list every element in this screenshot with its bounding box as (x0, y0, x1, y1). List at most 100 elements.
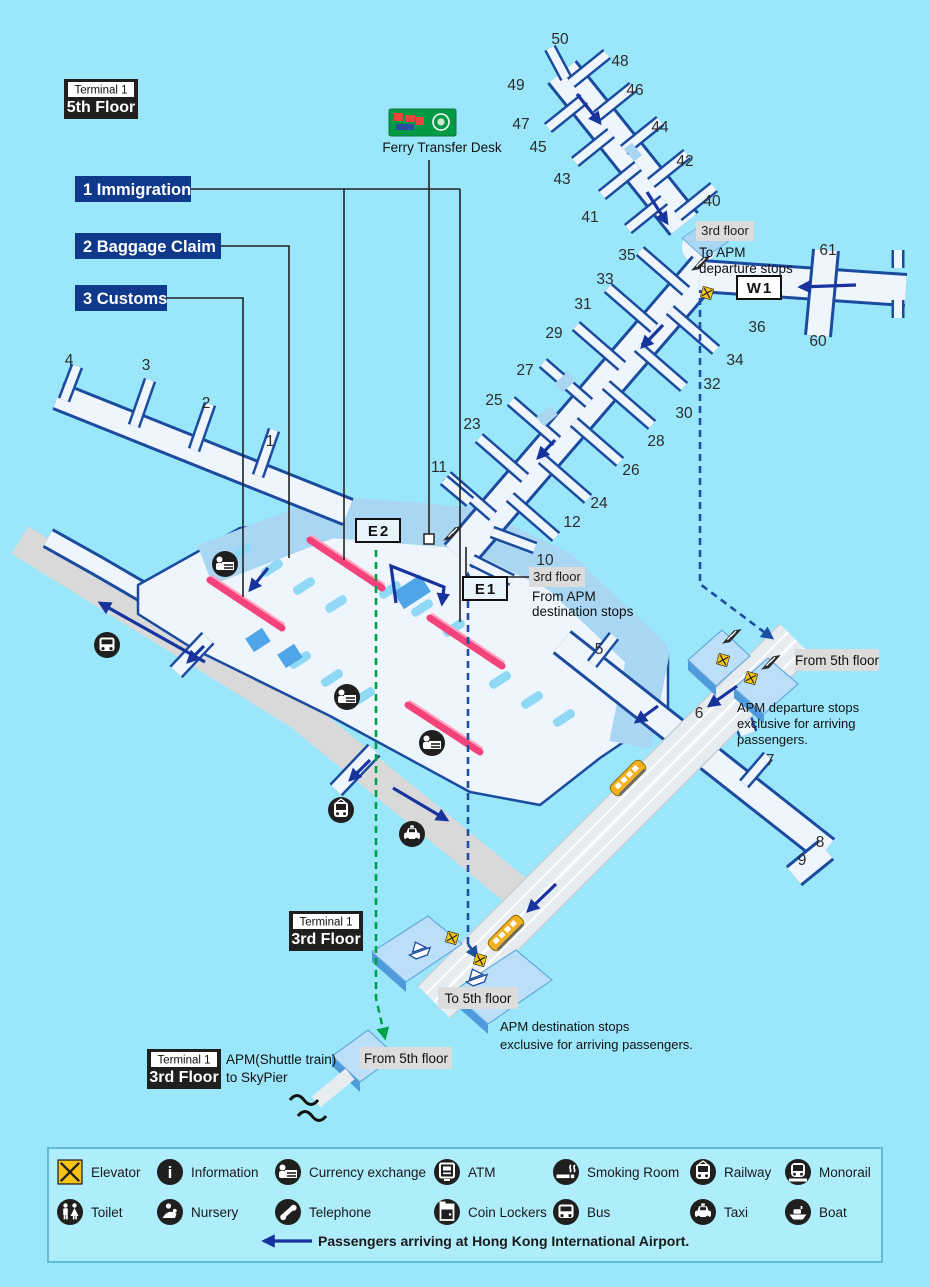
legend-elevator-icon (56, 1158, 84, 1186)
gate-number-8: 8 (816, 834, 825, 851)
legend-label-boat: Boat (819, 1205, 847, 1220)
gate-number-3: 3 (142, 357, 151, 374)
badge-floor-label: 3rd Floor (149, 1069, 218, 1086)
callout-immigration: 1 Immigration (75, 176, 191, 202)
apm-top-annotation: 3rd floor To APM departure stops (696, 221, 793, 276)
legend-info-icon (157, 1159, 183, 1185)
apm-shuttle-note: APM(Shuttle train) to SkyPier (226, 1052, 336, 1085)
gate-number-12: 12 (563, 514, 580, 531)
gate-number-30: 30 (675, 405, 693, 422)
floor-badge-3f-bottom: Terminal 1 3rd Floor (147, 1049, 221, 1089)
apm-departure-line1: APM departure stops (737, 700, 860, 715)
to-5th-label: To 5th floor (445, 991, 512, 1006)
apm-mid-annotation: 3rd floor From APM destination stops (529, 567, 634, 619)
currency-icon (419, 730, 445, 756)
gate-number-47: 47 (512, 116, 529, 133)
badge-terminal-label: Terminal 1 (157, 1055, 210, 1067)
legend-label-monorail: Monorail (819, 1165, 871, 1180)
pier-gates-1-4 (52, 363, 354, 526)
baggage-claim-belts (206, 535, 506, 756)
to-apm-line1: To APM (699, 245, 746, 260)
callout-customs: 3 Customs (75, 285, 167, 311)
e2-label: E2 (368, 523, 390, 540)
legend-label-railway: Railway (724, 1165, 772, 1180)
gate-number-33: 33 (596, 271, 613, 288)
badge-floor-label: 3rd Floor (291, 931, 360, 948)
pier-gates-23-36 (439, 246, 721, 586)
from-5th-right-annotation: From 5th floor (795, 649, 880, 671)
currency-icon (334, 684, 360, 710)
gate-number-2: 2 (202, 395, 211, 412)
gate-number-24: 24 (590, 495, 608, 512)
callout-immigration-label: 1 Immigration (83, 181, 191, 199)
legend-label-info: Information (191, 1165, 259, 1180)
gate-number-11: 11 (431, 459, 447, 476)
from-5th-right-label: From 5th floor (795, 653, 880, 668)
gate-number-41: 41 (581, 209, 598, 226)
badge-terminal-label: Terminal 1 (74, 85, 127, 97)
legend-monorail-icon (785, 1159, 811, 1185)
floor-badge-3f-middle: Terminal 1 3rd Floor (289, 911, 363, 951)
legend-currency-icon (275, 1159, 301, 1185)
exit-box-e1: E1 (462, 576, 508, 601)
from-apm-line2: destination stops (532, 604, 634, 619)
gate-number-48: 48 (611, 53, 628, 70)
gate-number-28: 28 (647, 433, 664, 450)
legend-label-toilet: Toilet (91, 1205, 123, 1220)
gate-number-43: 43 (553, 171, 570, 188)
railway-icon (327, 796, 355, 824)
callout-leader-lines (167, 160, 531, 622)
w1-label: W1 (747, 280, 774, 297)
gate-number-1: 1 (266, 433, 275, 450)
exit-box-w1: W1 (736, 275, 782, 300)
legend-nursery-icon (157, 1199, 183, 1225)
legend-label-atm: ATM (468, 1165, 496, 1180)
gate-number-60: 60 (809, 333, 827, 350)
e1-label: E1 (475, 581, 497, 598)
gate-number-44: 44 (651, 119, 669, 136)
legend-label-taxi: Taxi (724, 1205, 748, 1220)
legend-toilet-icon (57, 1199, 83, 1225)
floor3-mid-badge: 3rd floor (533, 569, 581, 584)
gate-number-49: 49 (507, 77, 524, 94)
gate-number-9: 9 (798, 852, 807, 869)
gate-number-7: 7 (766, 752, 775, 769)
gate-number-25: 25 (485, 392, 502, 409)
legend-label-bus: Bus (587, 1205, 611, 1220)
callout-baggage-claim: 2 Baggage Claim (75, 233, 221, 259)
apm-departure-note: APM departure stops exclusive for arrivi… (737, 700, 860, 747)
from-5th-bottom-label: From 5th floor (364, 1051, 449, 1066)
currency-icon (212, 551, 238, 577)
gate-number-10: 10 (536, 552, 554, 569)
legend-label-smoking: Smoking Room (587, 1165, 679, 1180)
legend-bus-icon (553, 1199, 579, 1225)
badge-terminal-label: Terminal 1 (299, 917, 352, 929)
gate-number-42: 42 (676, 153, 693, 170)
legend-label-phone: Telephone (309, 1205, 371, 1220)
gate-number-40: 40 (703, 193, 721, 210)
gate-number-31: 31 (574, 296, 591, 313)
to-apm-line2: departure stops (699, 261, 793, 276)
apm-destination-note: APM destination stops exclusive for arri… (500, 1019, 693, 1052)
apm-departure-line2: exclusive for arriving (737, 716, 856, 731)
legend-label-locker: Coin Lockers (468, 1205, 547, 1220)
legend-railway-icon (689, 1158, 717, 1186)
badge-floor-label: 5th Floor (67, 99, 135, 116)
gate-number-32: 32 (703, 376, 720, 393)
apm-destination-line1: APM destination stops (500, 1019, 630, 1034)
legend-label-nursery: Nursery (191, 1205, 239, 1220)
gate-number-29: 29 (545, 325, 562, 342)
taxi-icon (399, 821, 425, 847)
from-apm-line1: From APM (532, 589, 596, 604)
legend-boat-icon (785, 1199, 811, 1225)
bus-icon (94, 632, 120, 658)
callout-customs-label: 3 Customs (83, 290, 167, 308)
seating-benches (229, 543, 575, 727)
from-5th-bottom-annotation: From 5th floor (360, 1047, 452, 1069)
legend-smoking-icon (552, 1158, 580, 1186)
passenger-flow-arrows (97, 93, 857, 913)
apm-shuttle-line2: to SkyPier (226, 1070, 288, 1085)
ferry-transfer-desk: Ferry Transfer Desk (382, 108, 502, 155)
